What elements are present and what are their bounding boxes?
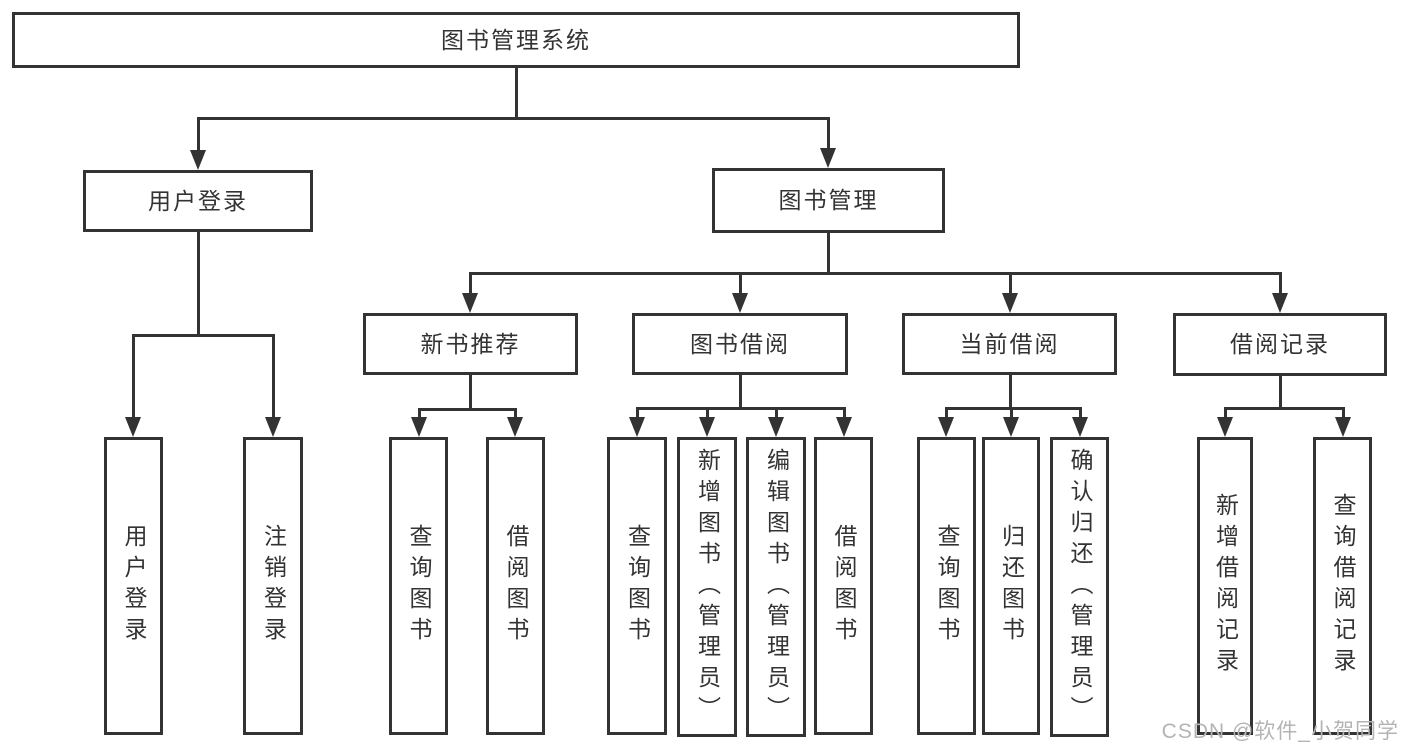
node-label: 编辑图书（管理员）	[763, 447, 790, 727]
connector-arrow-shaft	[1008, 273, 1012, 299]
connector-bar	[1223, 406, 1345, 410]
node-leaf-query-book-1: 查询图书	[389, 437, 448, 735]
node-label: 借阅图书	[503, 524, 529, 648]
connector-arrow-shaft	[774, 408, 778, 423]
arrowhead-icon	[1335, 417, 1351, 437]
node-label: 查询图书	[406, 524, 432, 648]
connector-arrow-shaft	[842, 408, 846, 423]
connector-stem	[738, 375, 742, 408]
node-leaf-query-book-3: 查询图书	[917, 437, 976, 735]
node-book-borrowing: 图书借阅	[632, 313, 848, 375]
node-leaf-edit-book: 编辑图书（管理员）	[746, 437, 806, 737]
connector-arrow-shaft	[1223, 408, 1227, 423]
node-label: 查询图书	[934, 524, 960, 648]
node-label: 查询借阅记录	[1330, 493, 1356, 679]
arrowhead-icon	[1002, 293, 1018, 313]
arrowhead-icon	[462, 293, 478, 313]
connector-arrow-shaft	[513, 409, 517, 423]
node-label: 图书借阅	[690, 330, 790, 357]
connector-bar	[196, 116, 830, 120]
node-label: 借阅图书	[831, 524, 857, 648]
connector-bar	[635, 406, 846, 410]
arrowhead-icon	[629, 417, 645, 437]
connector-bar	[944, 406, 1082, 410]
connector-stem	[1278, 376, 1282, 408]
connector-arrow-shaft	[1078, 408, 1082, 423]
connector-stem	[196, 232, 200, 335]
arrowhead-icon	[1072, 417, 1088, 437]
node-leaf-confirm-return: 确认归还（管理员）	[1050, 437, 1109, 737]
node-label: 确认归还（管理员）	[1067, 447, 1093, 727]
node-leaf-borrow-book-2: 借阅图书	[814, 437, 873, 735]
arrowhead-icon	[699, 417, 715, 437]
node-leaf-return-book: 归还图书	[982, 437, 1040, 735]
node-root: 图书管理系统	[12, 12, 1020, 68]
connector-arrow-shaft	[271, 335, 275, 423]
connector-arrow-shaft	[468, 273, 472, 299]
node-label: 查询图书	[624, 524, 651, 648]
arrowhead-icon	[820, 148, 836, 168]
node-leaf-query-borrow-record: 查询借阅记录	[1313, 437, 1372, 735]
connector-arrow-shaft	[635, 408, 639, 423]
connector-stem	[468, 375, 472, 409]
arrowhead-icon	[938, 417, 954, 437]
arrowhead-icon	[1217, 417, 1233, 437]
node-label: 新增借阅记录	[1212, 493, 1239, 679]
node-user-login: 用户登录	[83, 170, 313, 232]
watermark: CSDN @软件_小贺同学	[1161, 720, 1399, 743]
arrowhead-icon	[1003, 417, 1019, 437]
node-label: 注销登录	[260, 524, 287, 648]
node-label: 用户登录	[121, 524, 147, 648]
connector-stem	[514, 68, 518, 118]
node-leaf-query-book-2: 查询图书	[607, 437, 667, 735]
node-leaf-borrow-book-1: 借阅图书	[486, 437, 545, 735]
node-new-book-recommend: 新书推荐	[363, 313, 578, 375]
connector-stem	[1008, 375, 1012, 408]
connector-arrow-shaft	[417, 409, 421, 423]
node-label: 图书管理系统	[441, 26, 591, 53]
connector-arrow-shaft	[1009, 408, 1013, 423]
connector-arrow-shaft	[738, 273, 742, 299]
arrowhead-icon	[1272, 293, 1288, 313]
arrowhead-icon	[507, 417, 523, 437]
connector-bar	[468, 271, 1282, 275]
connector-arrow-shaft	[1341, 408, 1345, 423]
node-current-borrowing: 当前借阅	[902, 313, 1117, 375]
connector-stem	[826, 233, 830, 273]
node-borrow-records: 借阅记录	[1173, 313, 1387, 376]
connector-arrow-shaft	[826, 118, 830, 154]
connector-arrow-shaft	[131, 335, 135, 423]
connector-bar	[131, 333, 275, 337]
node-label: 借阅记录	[1230, 331, 1330, 357]
node-label: 新增图书（管理员）	[694, 447, 721, 727]
connector-arrow-shaft	[196, 118, 200, 156]
node-label: 当前借阅	[959, 330, 1060, 357]
node-label: 归还图书	[998, 524, 1025, 648]
node-leaf-add-book: 新增图书（管理员）	[677, 437, 737, 737]
arrowhead-icon	[190, 150, 206, 170]
node-leaf-add-borrow-record: 新增借阅记录	[1197, 437, 1253, 735]
node-label: 用户登录	[148, 187, 248, 214]
connector-arrow-shaft	[944, 408, 948, 423]
arrowhead-icon	[836, 417, 852, 437]
arrowhead-icon	[768, 417, 784, 437]
connector-bar	[417, 407, 517, 411]
node-book-management: 图书管理	[712, 168, 945, 233]
arrowhead-icon	[732, 293, 748, 313]
node-label: 图书管理	[778, 187, 879, 213]
connector-arrow-shaft	[1278, 273, 1282, 299]
node-label: 新书推荐	[420, 330, 521, 357]
arrowhead-icon	[265, 417, 281, 437]
node-leaf-user-login: 用户登录	[104, 437, 163, 735]
node-leaf-logout: 注销登录	[243, 437, 303, 735]
connector-arrow-shaft	[705, 408, 709, 423]
arrowhead-icon	[125, 417, 141, 437]
arrowhead-icon	[411, 417, 427, 437]
